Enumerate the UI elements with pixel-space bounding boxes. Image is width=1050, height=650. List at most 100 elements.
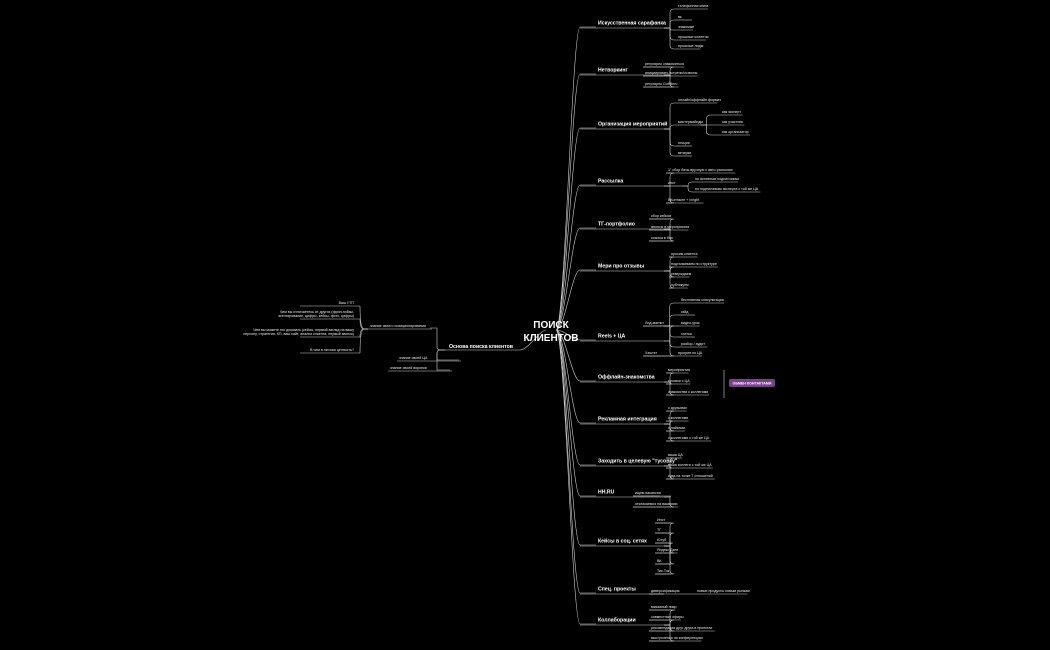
trunk-connector xyxy=(555,329,596,466)
branch-12-child-6: Тик-Ток xyxy=(657,569,670,573)
branch-12-child-5: ВК xyxy=(657,559,662,563)
branch-2-child-1: регулярно знакомиться xyxy=(645,62,684,66)
branch-13-grandchild-1: новые продукты новым рынкам xyxy=(697,589,750,593)
branch-9-child-1: с друзьями xyxy=(668,406,687,410)
branch-14-child-1: взаимный пиар xyxy=(651,605,677,609)
trunk-connector xyxy=(555,329,596,625)
trunk-connector xyxy=(555,329,596,382)
trunk-connector xyxy=(555,26,596,331)
left-child-2: знание своей ЦА xyxy=(399,356,428,360)
branch-4-grandchild-connector xyxy=(682,181,693,187)
branch-12-child-connector xyxy=(655,522,675,547)
connector-lines xyxy=(300,8,761,642)
branch-8-label: Оффлайн-знакомства xyxy=(598,374,655,381)
branch-8-child-3: знакомства с коллегами xyxy=(668,390,708,394)
branch-13-child-1: диверсификация xyxy=(651,589,679,593)
branch-3-grandchild-connector xyxy=(700,124,720,136)
branch-1-child-5: прошлые лиды xyxy=(678,44,704,48)
branch-4-child-3: ВКонтакте + inright xyxy=(668,198,699,202)
branch-2-label: Нетворкинг xyxy=(598,68,628,74)
branch-10-child-3: куда на точке 7 отношений xyxy=(668,474,713,478)
branch-3-child-1: онлайн/оффлайн формат xyxy=(678,98,721,102)
note-pill-label: ОБМЕН КОНТАКТАМИ xyxy=(733,382,772,386)
branch-9-child-2: с коллегами xyxy=(668,416,688,420)
branch-6-child-1: просим клиента xyxy=(671,252,698,256)
branch-5-child-2: анонсы в мероприятия xyxy=(651,225,689,229)
branch-12-child-connector xyxy=(655,532,675,547)
branch-7-label: Reels + ЦА xyxy=(598,334,626,340)
branch-4-child-1: 1" сбор базы вручную с авто-рассылки xyxy=(668,168,733,172)
branch-2-child-2: инициировать встречи/созвоны xyxy=(645,71,698,75)
branch-6-child-2: подталкиваем по структуре xyxy=(671,262,717,266)
branch-7-grandchild-connector xyxy=(663,302,679,327)
left-grandchild-connector xyxy=(359,305,368,330)
branch-8-child-1: мероприятия xyxy=(668,368,690,372)
left-branch-label: Основа поиска клиентов xyxy=(449,344,513,350)
branch-5-label: ТГ-портфолио xyxy=(598,221,635,228)
left-child-connector xyxy=(436,349,450,371)
branch-7-grandchild-connector xyxy=(663,325,679,338)
branch-12-label: Кейсы в соц. сетях xyxy=(598,538,647,545)
trunk-connector xyxy=(555,184,596,331)
branch-1-label: Искусственная сарафанка xyxy=(598,20,666,27)
branch-7-grandchild-3: видео-урок xyxy=(681,321,700,325)
branch-4-grandchild-1: по активным подписчикам xyxy=(695,177,739,181)
branch-3-child-connector xyxy=(664,128,676,157)
left-grandchild-4: В чем в личная ценность? xyxy=(310,348,354,352)
branch-7-child-2: Хэштег xyxy=(645,351,658,355)
branch-12-child-4: Яндекс.Дзен xyxy=(657,548,678,552)
center-title-line1: ПОИСК xyxy=(533,320,569,331)
trunk-connector xyxy=(555,73,596,331)
branch-10-child-1: ваша ЦА xyxy=(668,453,683,457)
branch-3-grandchild-1: как эксперт xyxy=(722,110,741,114)
branch-4-grandchild-connector xyxy=(682,185,693,193)
branch-1-child-connector xyxy=(664,8,676,29)
branch-9-label: Рекламная интеграция xyxy=(598,417,657,423)
branch-7-child-connector xyxy=(643,325,675,342)
branch-1-child-3: знакомые xyxy=(678,25,694,29)
note-pill xyxy=(729,379,775,387)
branch-3-child-3: лекции xyxy=(678,141,690,145)
branch-3-child-4: вечерки xyxy=(678,151,691,155)
left-grandchild-2: Чем вы отличаетесь от других (фрон-нойзы… xyxy=(278,310,354,318)
left-child-connector xyxy=(430,327,445,351)
branch-11-label: HH.RU xyxy=(598,490,615,496)
branch-9-child-4: с коллегами с той же ЦА xyxy=(668,436,710,440)
branch-9-child-connector xyxy=(664,420,674,425)
branch-1-child-4: прошлые клиенты xyxy=(678,35,709,39)
branch-12-child-2: ТГ xyxy=(657,528,661,532)
branch-7-child-1: Лид-магнит xyxy=(645,321,664,325)
branch-5-child-1: сбор кейсов xyxy=(651,214,671,218)
branch-3-child-connector xyxy=(664,102,676,130)
branch-3-grandchild-connector xyxy=(700,114,720,126)
branch-11-child-1: ищем вакансии xyxy=(635,491,661,495)
branch-7-grandchild-connector xyxy=(663,314,679,327)
trunk-connector xyxy=(555,329,596,341)
left-child-connector xyxy=(436,349,459,361)
branch-7-grandchild-4: статья xyxy=(681,332,692,336)
branch-6-child-connector xyxy=(664,266,675,272)
branch-13-label: Спец. проекты xyxy=(598,587,636,593)
branch-10-label: Заходить в целевую "тусовку" xyxy=(598,459,678,465)
branch-2-child-3: регулярно GuttBeru xyxy=(645,82,677,86)
left-child-3: знание своей воронки xyxy=(390,366,427,370)
branch-1-child-2: вк xyxy=(678,15,682,19)
trunk-connector xyxy=(555,269,596,331)
branch-14-child-2: совместные эфиры xyxy=(651,615,684,619)
left-grandchild-3: Чем вы можете это доказать (кейсы, первы… xyxy=(243,328,354,336)
branch-6-child-4: публикуем xyxy=(671,283,689,287)
left-child-1: знание своего позиционирования xyxy=(370,324,426,328)
branch-4-label: Рассылка xyxy=(598,179,623,185)
branch-5-child-connector xyxy=(649,218,675,230)
branch-1-child-connector xyxy=(664,19,676,29)
branch-5-child-connector xyxy=(649,228,675,242)
branch-12-child-1: Инст xyxy=(657,518,665,522)
branch-14-child-3: рекомендация друг друга в проектах xyxy=(651,626,712,630)
left-grandchild-connector xyxy=(359,328,368,354)
branch-7-grandchild-1: прогрев по ЦА xyxy=(678,351,703,355)
branch-10-child-2: ваша коллеги с той же ЦА xyxy=(668,463,712,467)
branch-4-grandchild-2: по подписчикам эксперта с той же ЦА xyxy=(695,187,759,191)
branch-5-child-3: ссылка в био xyxy=(651,236,673,240)
